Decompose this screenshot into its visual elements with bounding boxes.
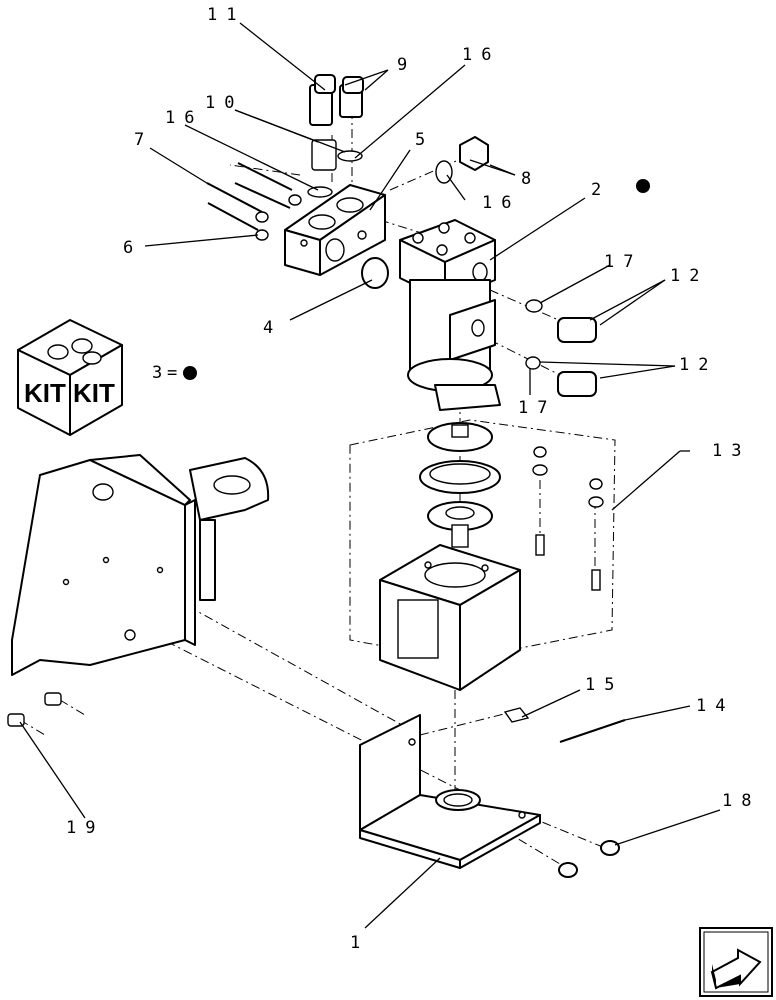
callout-12-bottom: 12 [679,355,717,375]
callout-12-top: 12 [670,266,708,286]
elbow-fittings [525,299,597,397]
hose-fittings [307,74,364,198]
callout-14: 14 [696,696,734,716]
callout-17-bottom: 17 [518,398,556,418]
housing-bolts [532,446,604,591]
port-plug [435,136,489,184]
grease-fitting-1 [600,840,620,856]
callout-10: 10 [205,93,243,113]
kit-bullet-marker [636,179,650,193]
callout-5: 5 [415,130,434,150]
callout-18: 18 [722,791,760,811]
manifold-block [284,184,386,276]
kit-box-illustration: KIT KIT [17,319,123,436]
callout-16-left: 16 [165,108,203,128]
grease-fitting-2 [558,862,578,878]
callout-15: 15 [585,675,623,695]
callout-8: 8 [521,169,540,189]
sprocket-assembly [419,422,501,548]
support-bracket [11,454,270,676]
kit-label-right: KIT [73,378,115,408]
callout-1: 1 [350,933,369,953]
callout-2: 2 [591,180,610,200]
callout-3: 3 [152,363,171,383]
manifold-bolts [206,162,302,241]
leader-lines [19,22,721,929]
kit-label-left: KIT [24,378,66,408]
callout-13: 13 [712,441,750,461]
callout-7: 7 [134,130,153,150]
callout-6: 6 [123,238,142,258]
next-page-arrow-button[interactable] [699,927,773,997]
hydraulic-motor [399,219,501,411]
callout-16-right: 16 [482,193,520,213]
callout-19: 19 [66,818,104,838]
pivot-pin [503,707,626,743]
o-ring-4 [361,257,389,289]
kit-bullet [183,366,197,380]
callout-3-equals: = [167,363,186,383]
pin-19-b [44,692,62,706]
callout-11: 11 [207,5,245,25]
callout-17-top: 17 [604,252,642,272]
kit-boundary-box [349,419,616,661]
callout-numbers: 11 9 16 10 16 7 5 8 16 2 6 17 12 4 3 = 1… [66,5,760,953]
callout-16-top: 16 [462,45,500,65]
callout-9: 9 [397,55,416,75]
callout-4: 4 [263,318,282,338]
bearing-housing-block [379,544,521,691]
mounting-plate-bracket [359,714,541,869]
